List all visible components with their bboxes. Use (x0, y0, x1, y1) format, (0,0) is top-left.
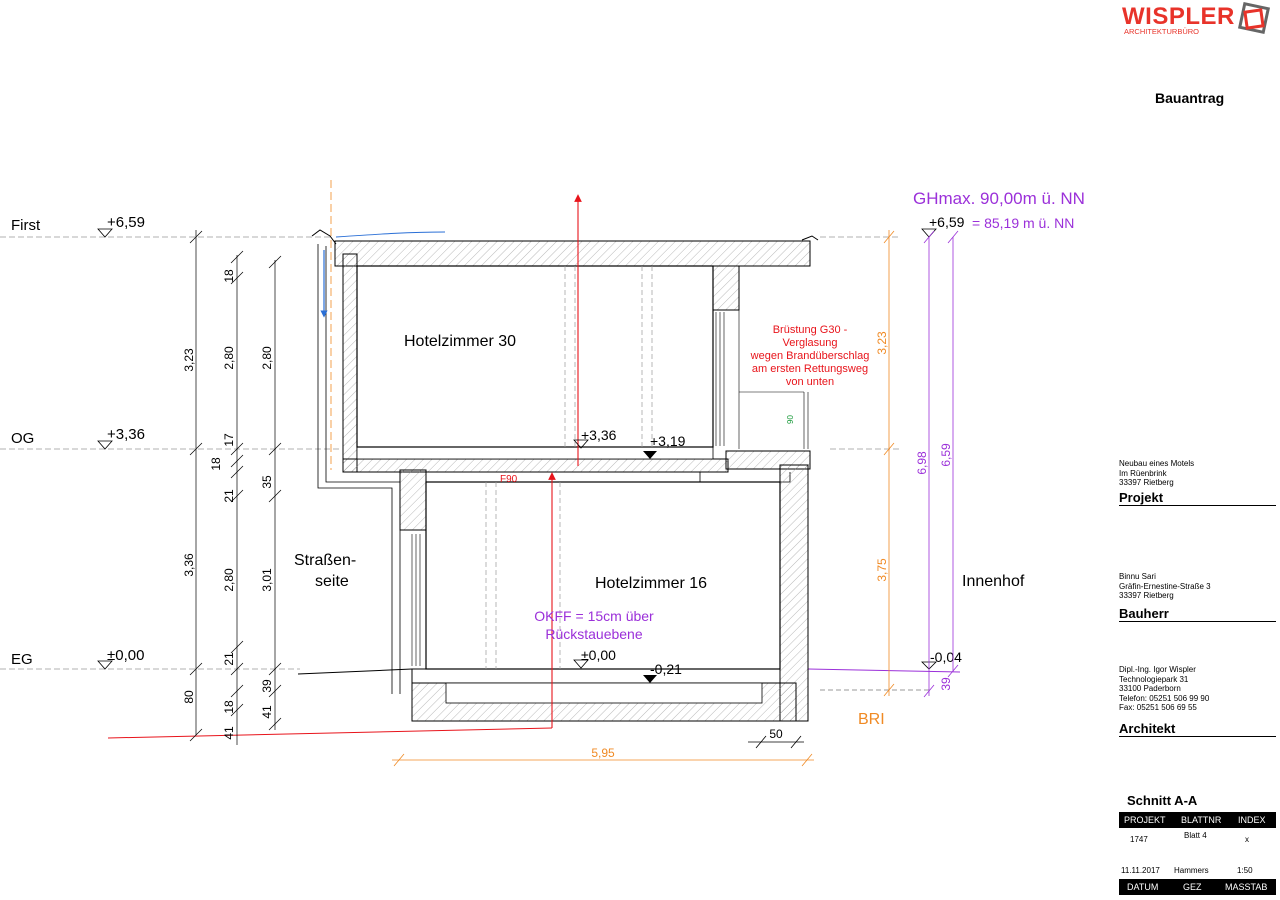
dimension-labels-right: 3,23 3,75 6,98 6,59 39 (875, 331, 953, 691)
header-index: INDEX (1238, 815, 1266, 825)
room-upper: Hotelzimmer 30 (404, 333, 516, 350)
value-drawn-by: Hammers (1174, 866, 1209, 875)
room-lower: Hotelzimmer 16 (595, 575, 707, 592)
terrain-right-elevation: -0,04 (930, 649, 962, 665)
ridge-right-elevation: +6,59 (929, 214, 965, 230)
svg-text:Brüstung G30 -: Brüstung G30 - (773, 324, 848, 336)
sheet-header-bar: PROJEKT BLATTNR INDEX (1119, 812, 1276, 828)
terrain (107, 668, 961, 739)
project-label: Projekt (1119, 490, 1164, 505)
svg-text:21: 21 (222, 489, 236, 503)
dimension-chain-bottom (392, 735, 814, 767)
svg-text:21: 21 (222, 652, 236, 666)
logo: WISPLER ARCHITEKTURBÜRO (1122, 1, 1271, 36)
svg-text:17: 17 (222, 433, 236, 447)
svg-text:41: 41 (260, 705, 274, 719)
value-index: x (1245, 835, 1249, 844)
level-marker-icons (97, 228, 113, 670)
logo-mark-icon (1237, 1, 1271, 35)
parapet-height: 90 (786, 415, 795, 424)
dimension-width: 5,95 (591, 746, 615, 760)
f90-label: F90 (500, 474, 518, 485)
level-elevation-og: +3,36 (107, 426, 145, 443)
project-text: Neubau eines Motels Im Rüenbrink 33397 R… (1119, 459, 1195, 487)
level-name-eg: EG (11, 651, 33, 668)
level-elevation-eg: ±0,00 (107, 647, 144, 664)
building-section (311, 229, 819, 722)
eg-slab-elevation: -0,21 (650, 661, 682, 677)
bri-label: BRI (858, 711, 885, 728)
bruestung-note: Brüstung G30 - Verglasung wegen Brandübe… (750, 324, 870, 388)
dimension-labels-left: 3,23 3,36 80 18 2,80 17 18 21 2,80 21 18… (182, 269, 274, 740)
fire-arrows (548, 194, 582, 728)
dimension-chains-left (189, 230, 282, 745)
svg-text:6,98: 6,98 (915, 451, 929, 475)
value-date: 11.11.2017 (1121, 866, 1160, 875)
svg-text:2,80: 2,80 (222, 346, 236, 370)
svg-text:3,23: 3,23 (182, 348, 196, 372)
logo-subtitle: ARCHITEKTURBÜRO (1124, 27, 1199, 36)
level-lines (0, 236, 900, 670)
svg-text:39: 39 (260, 679, 274, 693)
svg-text:3,01: 3,01 (260, 568, 274, 592)
ghmax-label: GHmax. 90,00m ü. NN (913, 189, 1085, 208)
svg-text:OKFF = 15cm über: OKFF = 15cm über (534, 608, 654, 624)
svg-text:2,80: 2,80 (260, 346, 274, 370)
svg-text:3,36: 3,36 (182, 553, 196, 577)
svg-text:6,59: 6,59 (939, 443, 953, 467)
footer-drawn-by: GEZ (1183, 882, 1202, 892)
svg-text:18: 18 (222, 269, 236, 283)
svg-text:Rückstauebene: Rückstauebene (545, 626, 643, 642)
level-elevation-first: +6,59 (107, 214, 145, 231)
street-side-line2: seite (315, 573, 349, 590)
sheet-title: Schnitt A-A (1127, 793, 1198, 808)
header-sheet-number: BLATTNR (1181, 815, 1222, 825)
level-name-first: First (11, 217, 41, 234)
svg-text:39: 39 (939, 677, 953, 691)
eg-floor-elevation: ±0,00 (581, 647, 616, 663)
okff-note: OKFF = 15cm über Rückstauebene (534, 608, 654, 642)
svg-text:am ersten Rettungsweg: am ersten Rettungsweg (752, 363, 868, 375)
header-project: PROJEKT (1124, 815, 1166, 825)
dimension-chains-right (883, 230, 959, 698)
svg-text:41: 41 (222, 726, 236, 740)
value-scale: 1:50 (1237, 866, 1253, 875)
owner-text: Binnu Sari Gräfin-Ernestine-Straße 3 333… (1119, 572, 1211, 600)
project-rule (1119, 505, 1276, 506)
footer-date: DATUM (1127, 882, 1159, 892)
sheet-footer-bar: DATUM GEZ MASSTAB (1119, 879, 1276, 895)
svg-text:von unten: von unten (786, 376, 834, 388)
og-floor-elevation: +3,36 (581, 427, 617, 443)
level-name-og: OG (11, 430, 34, 447)
architect-text: Dipl.-Ing. Igor Wispler Technologiepark … (1119, 665, 1210, 712)
svg-text:2,80: 2,80 (222, 568, 236, 592)
svg-text:3,23: 3,23 (875, 331, 889, 355)
value-sheet-number: Blatt 4 (1184, 831, 1207, 840)
level-labels: First OG EG +6,59 +3,36 ±0,00 (11, 214, 145, 668)
svg-text:wegen Brandüberschlag: wegen Brandüberschlag (750, 350, 870, 362)
document-type: Bauantrag (1155, 90, 1224, 106)
svg-text:Verglasung: Verglasung (782, 337, 837, 349)
svg-text:18: 18 (209, 457, 223, 471)
owner-label: Bauherr (1119, 606, 1169, 621)
nn-value: = 85,19 m ü. NN (972, 215, 1074, 231)
svg-text:3,75: 3,75 (875, 558, 889, 582)
footer-scale: MASSTAB (1225, 882, 1268, 892)
svg-text:18: 18 (222, 700, 236, 714)
svg-text:80: 80 (182, 690, 196, 704)
street-side-line1: Straßen- (294, 552, 356, 569)
dimension-wall: 50 (769, 727, 783, 741)
owner-rule (1119, 621, 1276, 622)
architect-rule (1119, 736, 1276, 737)
value-project: 1747 (1130, 835, 1148, 844)
courtyard-label: Innenhof (962, 573, 1025, 590)
floor-elevations: +3,36 +3,19 ±0,00 -0,21 -0,04 (581, 427, 962, 677)
logo-name: WISPLER (1122, 3, 1235, 30)
og-slab-elevation: +3,19 (650, 433, 686, 449)
architect-label: Architekt (1119, 721, 1176, 736)
svg-text:35: 35 (260, 475, 274, 489)
